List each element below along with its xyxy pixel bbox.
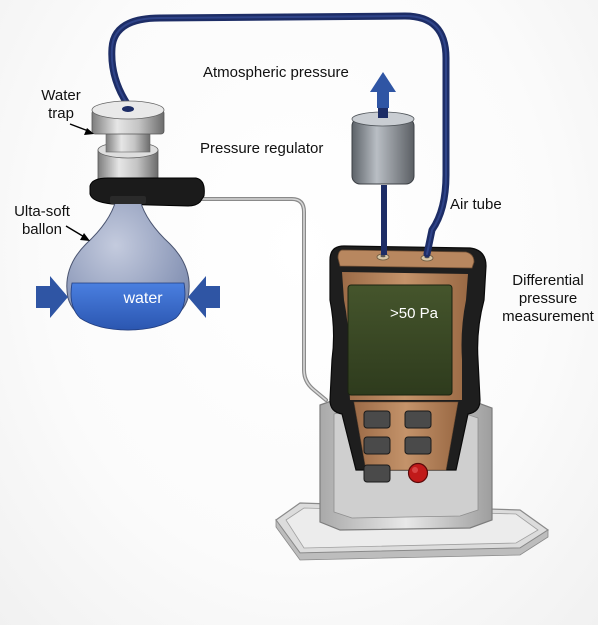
up-arrow-icon [370,72,396,108]
differential-pressure-label: Differential pressure measurement [498,272,598,326]
right-arrow-icon [36,276,68,318]
differential-label-line-2: pressure [518,290,578,307]
balloon-pointer [65,225,90,241]
differential-pressure-device [329,245,487,471]
pressure-regulator-label: Pressure regulator [200,140,324,157]
keypad [363,410,432,484]
differential-label-line-3: measurement [502,308,594,325]
trap-bracket [89,177,205,207]
air-tube-label: Air tube [450,196,502,213]
water-trap-label: Water trap [26,87,96,123]
differential-label-line-1: Differential [512,272,584,289]
ultra-soft-balloon [66,196,190,331]
left-arrow-icon [188,276,220,318]
balloon-label-line-1: Ulta-soft [14,203,70,220]
water-trap-pointer [69,123,94,135]
water-label: water [123,290,163,307]
balloon-label-line-2: ballon [21,221,63,238]
atmospheric-pressure-label: Atmospheric pressure [203,64,349,81]
balloon-label: Ulta-soft ballon [4,203,80,239]
pressure-regulator [351,106,415,255]
water-trap-label-line-1: Water [41,87,81,104]
display-reading: >50 Pa [390,305,438,322]
water-trap-label-line-2: trap [48,105,74,122]
